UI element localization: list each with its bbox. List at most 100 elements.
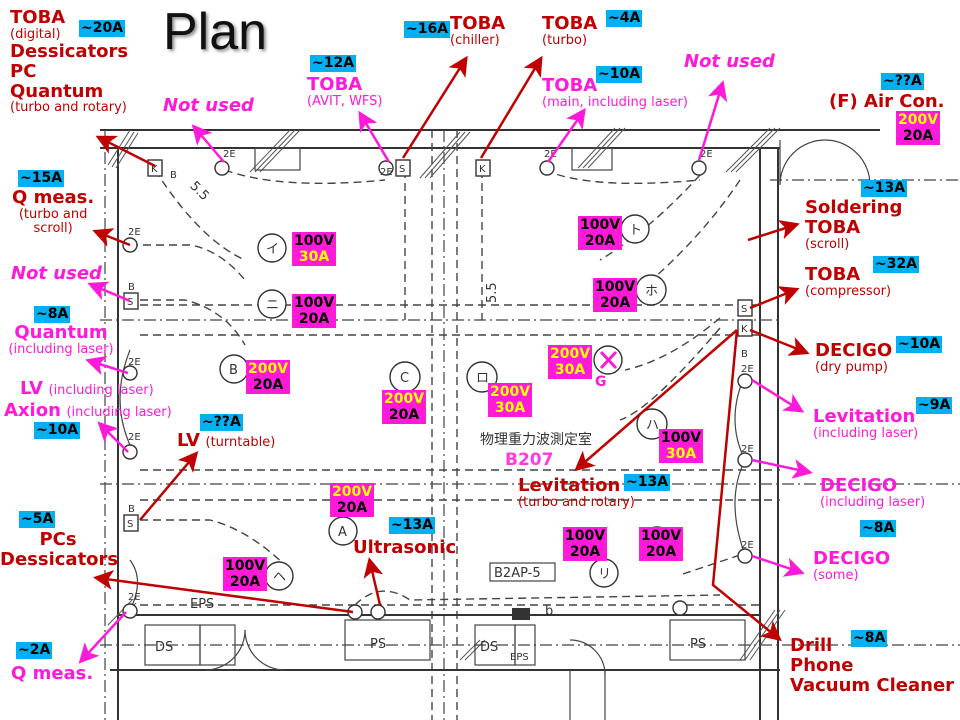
label-toba-avit: TOBA (AVIT, WFS) [307,74,383,109]
current-badge: ~??A [200,414,243,431]
svg-text:2E: 2E [128,432,141,443]
svg-text:2E: 2E [128,592,141,603]
svg-text:S: S [127,297,133,308]
svg-text:S: S [127,519,133,530]
label-decigo-laser: DECIGO (including laser) [820,475,926,510]
svg-text:2E: 2E [741,364,754,375]
label-air-con: (F) Air Con. [829,91,945,112]
outlet-symbol-i: イ [266,242,279,257]
svg-text:5.5: 5.5 [485,282,500,303]
current-badge: ~20A [79,20,126,37]
svg-text:K: K [741,324,748,335]
label-toba-main: TOBA (main, including laser) [542,75,688,110]
label-toba-turbo: TOBA (turbo) [542,13,598,48]
eps-label-1: EPS [190,597,214,612]
label-toba-chiller: TOBA (chiller) [450,13,506,48]
svg-text:2E: 2E [128,357,141,368]
current-badge: ~10A [896,336,943,353]
current-badge: ~13A [624,474,671,491]
current-badge: ~8A [860,520,897,537]
label-lv-laser: LV (including laser) [20,378,154,399]
svg-text:B: B [128,504,135,515]
outlet-symbol-he: ヘ [273,570,286,585]
label-not-used-3: Not used [11,263,102,284]
g-marker: G [595,374,607,390]
label-decigo-dry: DECIGO (dry pump) [815,340,893,375]
current-badge: ~15A [18,170,65,187]
ds-label-2: DS [480,640,498,655]
page-title: Plan [163,3,268,61]
label-lv-turntable: LV (turntable) [177,430,276,451]
current-badge: ~16A [404,21,451,38]
svg-text:2E: 2E [741,444,754,455]
room-name-jp: 物理重力波測定室 [480,431,592,448]
outlet-symbol-a: A [338,525,347,540]
label-toba-compressor: TOBA (compressor) [805,264,892,299]
label-not-used-2: Not used [684,51,775,72]
current-badge: ~4A [606,10,643,27]
current-badge: ~32A [873,256,920,273]
label-toba-digital: TOBA (digital) Dessicators PC Quantum (t… [10,7,129,116]
svg-text:S: S [399,164,405,175]
outlet-symbol-b: B [229,363,238,378]
current-badge: ~8A [851,630,888,647]
svg-text:5.5: 5.5 [187,179,212,204]
current-badge: ~10A [596,66,643,83]
svg-text:K: K [151,164,158,175]
current-badge: ~9A [916,397,953,414]
svg-text:2E: 2E [700,149,713,160]
current-badge: ~8A [34,306,71,323]
svg-text:2E: 2E [741,540,754,551]
current-badge: ~10A [34,422,81,439]
label-ultrasonic: Ultrasonic [353,537,457,558]
label-q-meas-1: Q meas. (turbo and scroll) [12,187,95,237]
outlet-symbol-ro: ロ [476,371,489,386]
panel-label: B2AP-5 [494,566,541,581]
svg-text:2E: 2E [380,167,393,178]
label-levitation-laser: Levitation (including laser) [813,406,919,441]
label-levitation-turbo: Levitation (turbo and rotary) [518,475,635,510]
label-axion: Axion (including laser) [4,400,172,421]
svg-text:K: K [479,164,486,175]
svg-text:B: B [128,282,135,293]
label-soldering: Soldering TOBA (scroll) [805,197,903,252]
ds-label-1: DS [155,640,173,655]
current-badge: ~2A [16,642,53,659]
current-badge: ~5A [19,511,56,528]
label-pcs: PCs Dessicators [0,529,119,570]
label-quantum: Quantum (including laser) [8,322,114,357]
ps-label-2: PS [690,637,706,652]
outlet-symbol-ri: リ [598,567,611,582]
label-not-used-1: Not used [163,95,254,116]
current-badge: ~??A [881,73,924,90]
current-badge: ~13A [861,180,908,197]
outlet-symbol-to: ト [629,223,642,238]
svg-text:2E: 2E [223,149,236,160]
room-number: B207 [505,450,553,470]
svg-text:2E: 2E [128,227,141,238]
svg-text:b: b [545,604,553,619]
outlet-symbol-ha: ハ [646,418,659,433]
current-badge: ~12A [310,55,357,72]
outlet-symbol-ho: ホ [645,284,658,299]
eps-label-2: EPS [510,652,529,663]
outlet-symbol-ni: ニ [266,298,279,313]
outlet-symbol-c: C [400,371,409,386]
label-q-meas-2: Q meas. [11,663,94,684]
svg-text:B: B [741,349,748,360]
label-decigo-some: DECIGO (some) [813,548,891,583]
label-drill: Drill Phone Vacuum Cleaner [790,635,955,696]
